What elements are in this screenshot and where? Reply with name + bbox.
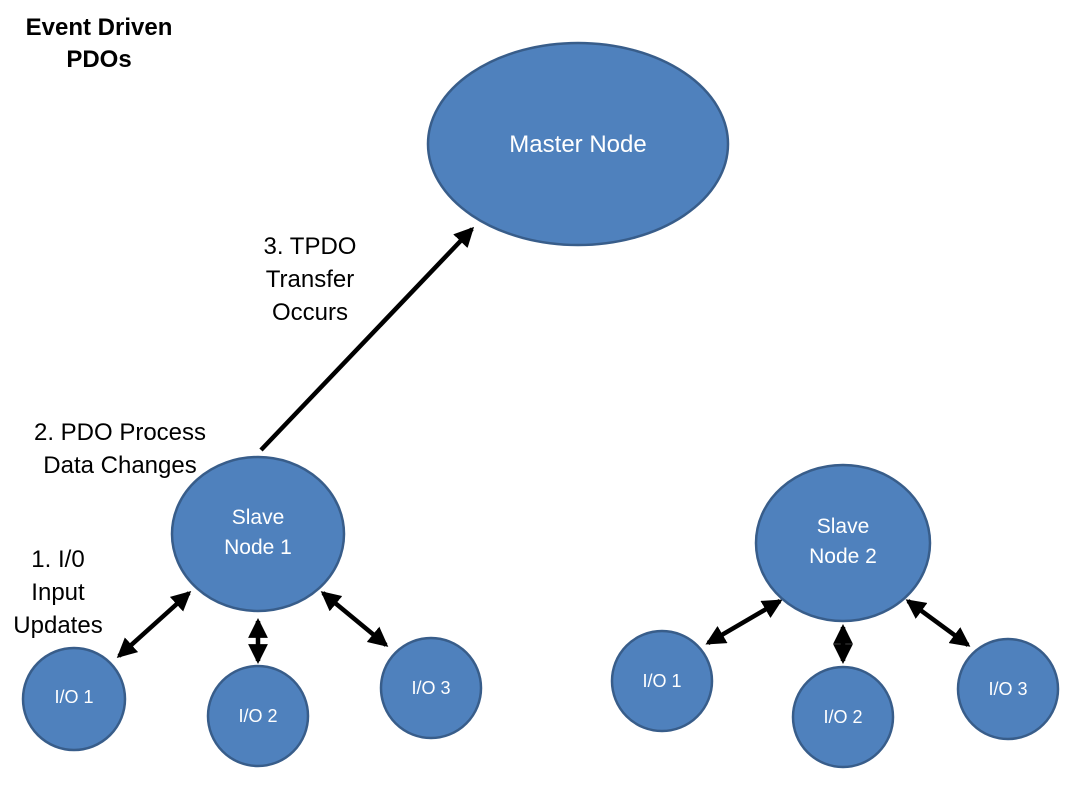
slave-node-1-shape [170,455,346,613]
slave1-io1-arrow [116,591,192,658]
slave-node-1-label: Slave Node 1 [224,506,292,559]
slave2-io1-label: I/O 1 [642,671,682,691]
slave2-io3-arrow [905,599,971,647]
master-node-shape [426,41,730,247]
slave2-io1-arrow [705,599,783,645]
annotation-step1: 1. I/0 Input Updates [13,546,103,639]
slave-node-2-label: Slave Node 2 [809,515,877,568]
slave2-io3-shape [956,637,1060,741]
diagram-title: Event Driven PDOs [25,14,173,73]
slave2-io1-shape [610,629,714,733]
tpdo-transfer-arrow [259,226,475,452]
slave1-io3-shape [379,636,483,740]
slave-node-2-shape [754,463,932,623]
slave1-io1-label: I/O 1 [54,687,94,707]
slave1-io2-shape [206,664,310,768]
slave1-io3-label: I/O 3 [411,678,451,698]
slave1-io1-shape [21,646,127,752]
slave2-io2-shape [791,665,895,769]
annotation-step2: 2. PDO Process Data Changes [33,419,207,479]
annotation-step3: 3. TPDO Transfer Occurs [263,233,357,326]
master-node-label: Master Node [509,131,647,158]
slave1-io2-label: I/O 2 [238,706,278,726]
slave2-io3-label: I/O 3 [988,679,1028,699]
slave2-io2-label: I/O 2 [823,707,863,727]
slave1-io3-arrow [320,591,389,647]
